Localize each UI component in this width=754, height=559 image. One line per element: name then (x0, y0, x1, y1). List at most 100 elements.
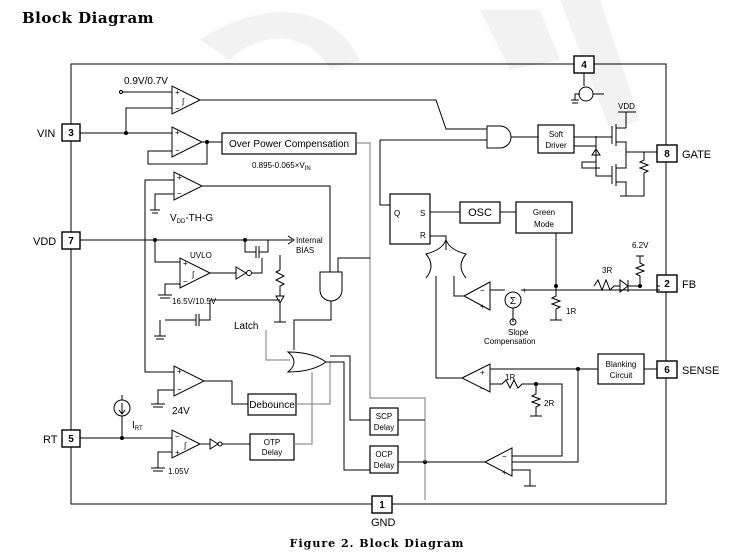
bias-switch (244, 240, 269, 258)
gate-vdd-label: VDD (618, 102, 635, 111)
slope-label-2: Compensation (484, 337, 536, 346)
pin-rt-number: 5 (68, 434, 74, 445)
watermark (200, 0, 640, 130)
soft-driver-block (537, 124, 575, 154)
otp-threshold: 1.05V (168, 467, 190, 476)
uvlo-label: UVLO (190, 251, 212, 260)
internal-bias-label-1: Internal (296, 236, 323, 245)
high-side-mosfet (611, 124, 627, 152)
pin-vin-number: 3 (68, 128, 74, 139)
scp-label-2: Delay (374, 423, 394, 432)
pin-gnd-number: 1 (379, 500, 385, 511)
pin-sense: 6 SENSE (656, 360, 719, 379)
irt-label: IRT (132, 420, 143, 432)
vdd-th-g-label: VDD-TH-G (170, 213, 213, 225)
vin-buffer-amp: + − (171, 126, 204, 158)
pin-fb-number: 2 (664, 279, 670, 290)
svg-text:−: − (183, 277, 188, 286)
svg-text:+: + (480, 368, 485, 377)
ocp-amp: + − (460, 363, 491, 393)
uvlo-inverter (235, 266, 252, 280)
soft-driver-label-2: Driver (545, 141, 567, 150)
pin-gate-label: GATE (682, 149, 711, 161)
ff-s: S (420, 209, 425, 218)
svg-text:−: − (480, 286, 485, 295)
pin-sense-label: SENSE (682, 365, 719, 377)
svg-text:∫: ∫ (181, 97, 185, 106)
ovp-threshold: 24V (172, 406, 190, 417)
over-power-compensation-label: Over Power Compensation (229, 139, 349, 150)
ff-r: R (420, 231, 426, 240)
pin-vin: 3 VIN (37, 123, 81, 142)
svg-text:+: + (480, 302, 485, 311)
vdd-threshold-comparator: + − (173, 171, 204, 201)
pin-4-number: 4 (581, 60, 587, 71)
res-3r-label: 3R (602, 266, 612, 275)
pin-rt-label: RT (43, 434, 58, 446)
rs-flip-flop (389, 193, 431, 245)
ocp-label-1: OCP (375, 450, 392, 459)
latch-switch (154, 299, 280, 340)
pin-vdd-number: 7 (68, 236, 74, 247)
ocp-label-2: Delay (374, 461, 394, 470)
pin-sense-number: 6 (664, 365, 670, 376)
svg-text:−: − (175, 104, 180, 113)
sense-1r-label: 1R (505, 373, 515, 382)
scp-delay-block (369, 407, 399, 436)
svg-text:−: − (177, 385, 182, 394)
ocp-delay-block (369, 445, 399, 474)
ovp-comparator: + − (173, 365, 206, 397)
pin-gate: 8 GATE (656, 144, 711, 163)
low-side-mosfet (611, 152, 627, 196)
otp-inverter (209, 438, 223, 450)
pin-vdd: 7 VDD (33, 231, 81, 250)
svg-text:∫: ∫ (183, 441, 187, 450)
sum-symbol: Σ (510, 296, 516, 307)
svg-text:−: − (175, 146, 180, 155)
pin-gate-number: 8 (664, 149, 670, 160)
protection-or-gate (286, 351, 327, 373)
svg-text:∫: ∫ (191, 270, 195, 279)
fb-amp: − + (462, 281, 491, 311)
svg-text:+: + (183, 259, 188, 268)
uvlo-threshold: 16.5V/10.5V (172, 297, 217, 306)
osc-label: OSC (468, 207, 492, 219)
svg-text:+: + (177, 367, 182, 376)
latch-and-gate (319, 271, 343, 302)
top-current-source (578, 86, 594, 102)
res-2r-label: 2R (544, 399, 554, 408)
fb-1r-label: 1R (566, 307, 576, 316)
pin-fb: 2 FB (656, 274, 696, 293)
svg-text:−: − (175, 432, 180, 441)
otp-comparator: − + ∫ (171, 429, 202, 459)
debounce-label: Debounce (249, 400, 295, 411)
ff-q: Q (394, 209, 400, 218)
scp-amp: − + (483, 447, 513, 477)
svg-text:+: + (502, 468, 507, 477)
vin-threshold-label: 0.9V/0.7V (124, 76, 168, 87)
vin-comparator: + − ∫ (171, 85, 202, 115)
green-mode-label-2: Mode (534, 220, 555, 229)
green-mode-label-1: Green (533, 208, 555, 217)
svg-text:+: + (177, 173, 182, 182)
blanking-label-1: Blanking (606, 360, 637, 369)
svg-text:−: − (502, 452, 507, 461)
op-formula: 0.895-0.065×VIN (252, 161, 311, 172)
svg-text:+: + (175, 448, 180, 457)
uvlo-comparator: + − ∫ (179, 257, 212, 289)
green-mode-block (515, 201, 573, 234)
latch-label: Latch (234, 321, 258, 332)
otp-label-1: OTP (264, 438, 280, 447)
driver-and-gate (486, 125, 512, 149)
pin-rt: 5 RT (43, 429, 81, 448)
figure-caption: Figure 2. Block Diagram (289, 537, 465, 550)
svg-text:+: + (175, 88, 180, 97)
otp-label-2: Delay (262, 448, 282, 457)
pin-vdd-label: VDD (33, 236, 56, 248)
blanking-circuit-block (597, 353, 645, 385)
svg-text:−: − (480, 384, 485, 393)
zener-label: 6.2V (632, 241, 649, 250)
scp-label-1: SCP (376, 412, 392, 421)
pin-gnd: 1 GND (371, 495, 396, 529)
